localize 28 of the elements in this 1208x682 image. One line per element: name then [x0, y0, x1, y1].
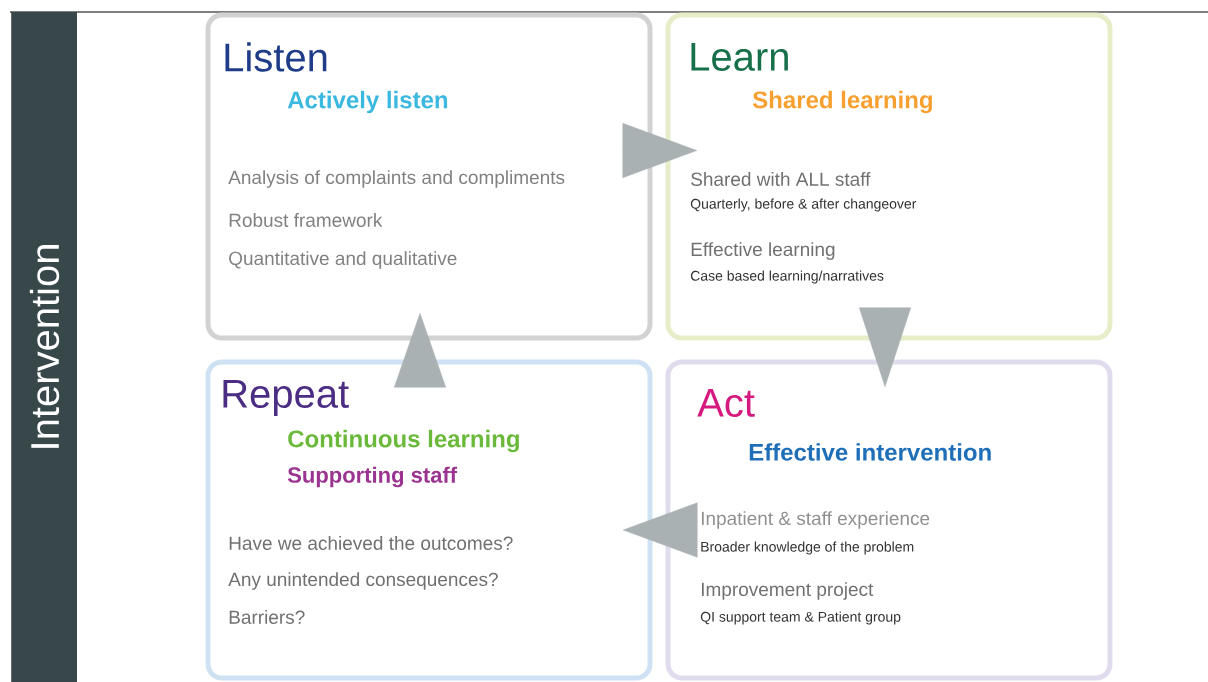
text-line: QI support team & Patient group	[700, 611, 901, 625]
subheading: Continuous learning	[288, 429, 519, 453]
arrow	[394, 313, 446, 388]
text-line: Broader knowledge of the problem	[701, 541, 914, 555]
subheading: Shared learning	[752, 90, 932, 114]
arrow	[622, 123, 698, 178]
text-line: Effective learning	[691, 242, 835, 260]
text-line: Quantitative and qualitative	[229, 251, 457, 269]
text-line: Any unintended consequences?	[228, 572, 498, 590]
text-line: Barriers?	[229, 610, 305, 624]
heading: Repeat	[223, 380, 349, 416]
heading: Act	[697, 389, 755, 417]
side-band: Intervention	[12, 12, 77, 682]
text-line: Case based learning/narratives	[690, 270, 884, 284]
text-line: Inpatient & staff experience	[701, 511, 930, 529]
arrow	[859, 307, 911, 387]
subheading: Effective intervention	[749, 443, 991, 461]
text-line: Have we achieved the outcomes?	[229, 536, 513, 550]
text-line: Quarterly, before & after changeover	[690, 198, 917, 212]
text-line: Robust framework	[229, 213, 383, 227]
heading: Learn	[691, 43, 788, 71]
arrow	[623, 502, 698, 558]
text-line: Analysis of complaints and compliments	[228, 170, 565, 188]
subheading: Supporting staff	[287, 466, 458, 488]
heading: Listen	[225, 42, 327, 72]
text-line: Improvement project	[701, 582, 874, 600]
text-line: Shared with ALL staff	[691, 172, 871, 186]
subheading: Actively listen	[287, 90, 448, 114]
